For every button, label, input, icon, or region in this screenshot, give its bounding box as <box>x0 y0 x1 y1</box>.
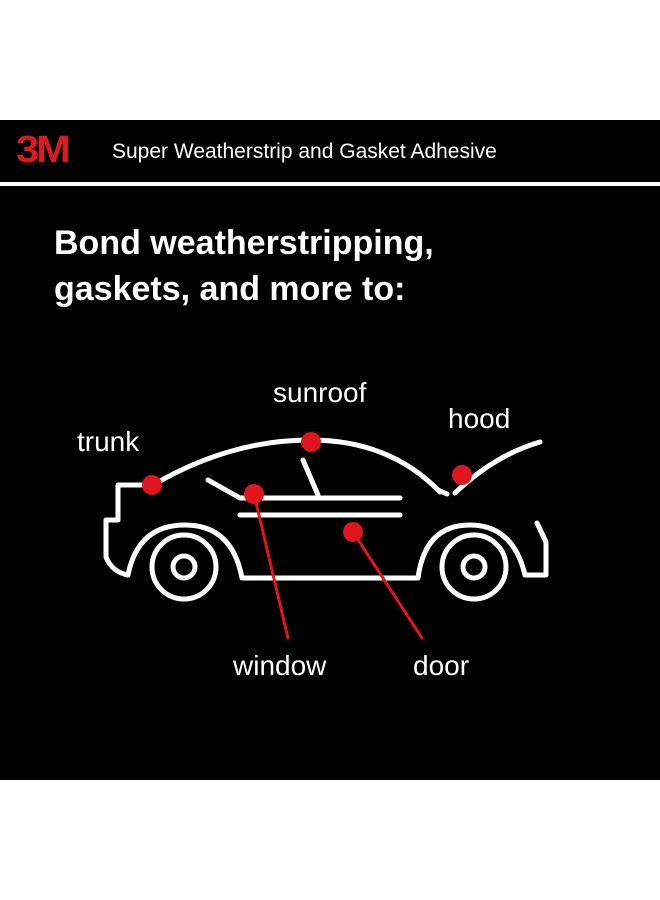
label-sunroof: sunroof <box>273 377 367 408</box>
label-window: window <box>233 650 327 681</box>
car-body-outline <box>125 520 549 581</box>
car-roofline <box>150 437 443 495</box>
rear-wheel <box>149 532 219 602</box>
car-illustration <box>103 432 549 640</box>
headline-line-1: Bond weatherstripping, <box>54 224 434 262</box>
door-marker <box>343 522 363 542</box>
sunroof-marker <box>301 432 321 452</box>
car-hood-line <box>435 487 450 497</box>
front-wheel <box>439 532 509 602</box>
label-trunk: trunk <box>77 426 140 457</box>
front-hub <box>460 553 488 581</box>
window-leader-line <box>252 492 290 640</box>
label-hood: hood <box>448 403 511 434</box>
3m-logo: 3M <box>16 129 71 171</box>
label-door: door <box>413 650 470 681</box>
product-title: Super Weatherstrip and Gasket Adhesive <box>112 140 497 163</box>
trunk-marker <box>142 475 162 495</box>
hood-marker <box>452 465 472 485</box>
rear-hub <box>170 553 198 581</box>
product-panel: 3M Super Weatherstrip and Gasket Adhesiv… <box>0 120 660 780</box>
car-open-hood <box>452 439 543 496</box>
header-divider <box>0 182 660 186</box>
window-marker <box>244 484 264 504</box>
car-b-pillar <box>300 457 321 498</box>
car-window-sill <box>205 477 403 501</box>
headline-line-2: gaskets, and more to: <box>54 270 406 308</box>
header-bar: 3M Super Weatherstrip and Gasket Adhesiv… <box>0 120 660 182</box>
car-rear-profile <box>103 482 156 578</box>
door-leader-line <box>351 530 424 640</box>
headline: Bond weatherstripping, gaskets, and more… <box>54 220 614 312</box>
